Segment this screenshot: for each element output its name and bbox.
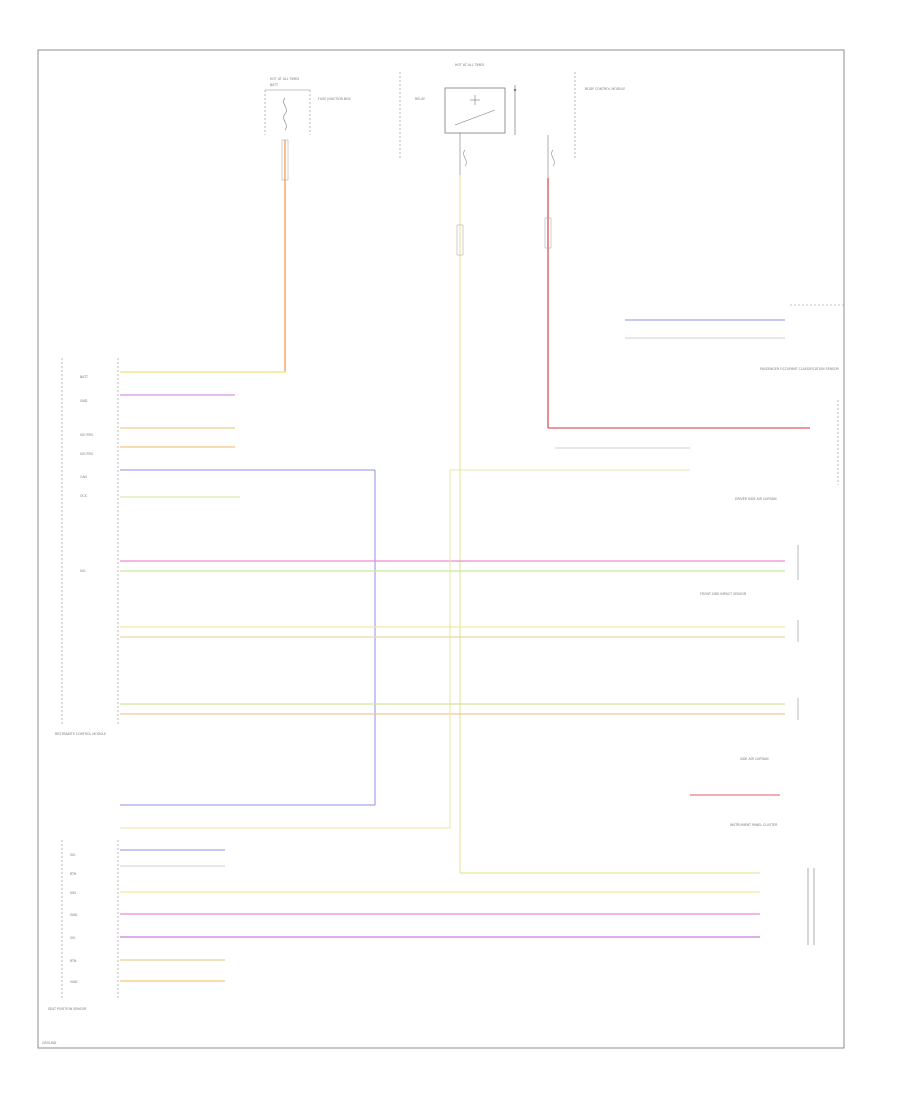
bottom-module-pin: RTN: [70, 959, 77, 963]
top-fuse-name: BATT: [270, 83, 278, 87]
bottom-module-pin: SIG: [70, 853, 76, 857]
left-module-pin: SIG: [80, 569, 86, 573]
left-module-pin: BATT: [80, 375, 88, 379]
left-module-pin: OCS: [80, 494, 87, 498]
top-fuse-note: FUSE JUNCTION BOX: [318, 97, 351, 101]
top-fuse-label: HOT AT ALL TIMES: [270, 77, 299, 81]
bottom-module-pin: IGN: [70, 891, 76, 895]
left-module-pin: GND: [80, 399, 88, 403]
bottom-module-pin: GND: [70, 980, 78, 984]
top-relay: HOT AT ALL TIMES RELAY BODY CONTROL MODU…: [399, 63, 625, 178]
right-module-occupant: PASSENGER OCCUPANT CLASSIFICATION SENSOR: [760, 367, 840, 371]
harness-wires: [120, 319, 785, 829]
left-module-title: RESTRAINTS CONTROL MODULE: [55, 732, 106, 736]
diagram-frame: [37, 49, 845, 1049]
left-module-pin: SIG RTN: [80, 433, 93, 437]
right-module-cluster: INSTRUMENT PANEL CLUSTER: [730, 823, 778, 827]
bottom-module-title: SEAT POSITION SENSOR: [48, 1007, 87, 1011]
top-relay-note: BODY CONTROL MODULE: [585, 87, 625, 91]
left-module-pin: CAN: [80, 475, 87, 479]
right-module-front-right: FRONT SIDE IMPACT SENSOR: [700, 592, 747, 596]
bottom-module-pin: SIG: [70, 936, 76, 940]
right-module-rear: SIDE AIR CURTAIN: [740, 757, 769, 761]
bottom-module: SIG RTN IGN GND SIG RTN GND SEAT POSITIO…: [48, 840, 760, 1011]
footer-note: GROUND: [42, 1041, 57, 1045]
top-relay-name: RELAY: [415, 97, 425, 101]
right-module-front-left: DRIVER SIDE AIR CURTAIN: [735, 497, 777, 501]
right-modules: PASSENGER OCCUPANT CLASSIFICATION SENSOR…: [700, 304, 845, 945]
left-module: BATT GND SIG RTN SIG RTN CAN OCS SIG RES…: [55, 358, 119, 736]
top-relay-label: HOT AT ALL TIMES: [455, 63, 484, 67]
bottom-module-pin: RTN: [70, 872, 77, 876]
bottom-module-pin: GND: [70, 913, 78, 917]
left-module-pin: SIG RTN: [80, 452, 93, 456]
top-fuse: HOT AT ALL TIMES BATT FUSE JUNCTION BOX: [264, 77, 351, 135]
